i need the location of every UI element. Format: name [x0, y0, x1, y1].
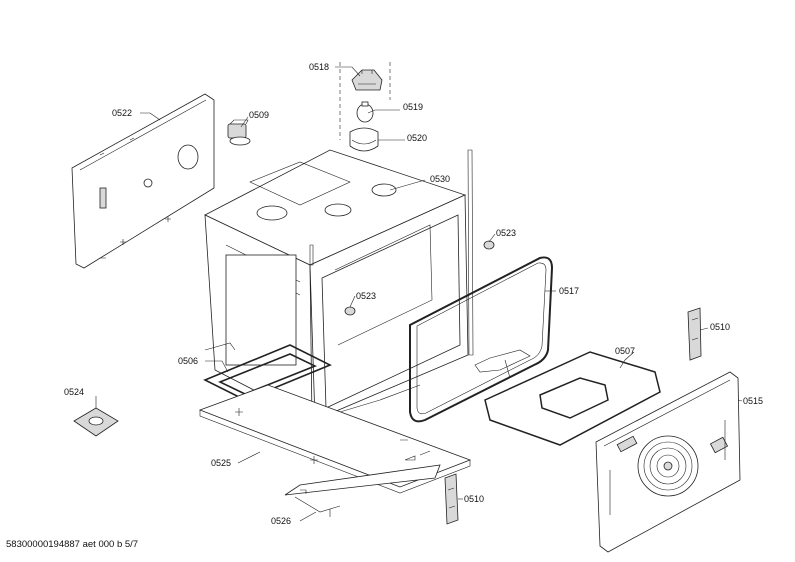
label-0515: 0515	[743, 396, 763, 406]
part-0523-clip-right[interactable]	[483, 240, 495, 250]
label-0507: 0507	[615, 346, 635, 356]
label-0506: 0506	[178, 356, 198, 366]
label-0523-right: 0523	[496, 228, 516, 238]
label-0518: 0518	[309, 62, 329, 72]
label-0520: 0520	[407, 133, 427, 143]
part-0524-pad[interactable]	[73, 407, 119, 437]
part-0509-connector[interactable]	[227, 119, 251, 146]
part-0530-oven-cavity[interactable]	[204, 149, 474, 421]
part-0517-door-seal[interactable]	[409, 256, 554, 423]
part-0506-bottom-heater[interactable]	[203, 342, 332, 401]
part-0518-lamp-holder[interactable]	[351, 69, 383, 91]
part-labels: 0518 0509 0519 0522 0520 0530 0523 0523 …	[64, 62, 763, 526]
part-0515-fan-panel[interactable]	[595, 371, 741, 553]
part-0520-lamp-cover[interactable]	[349, 127, 379, 152]
label-0510-right: 0510	[710, 322, 730, 332]
part-0507-grill-heater[interactable]	[474, 349, 661, 446]
part-0519-lamp-bulb[interactable]	[356, 101, 374, 123]
part-0522-rear-panel[interactable]	[71, 93, 215, 269]
label-0526: 0526	[271, 516, 291, 526]
label-0519: 0519	[403, 102, 423, 112]
label-0522: 0522	[112, 108, 132, 118]
part-0526-bottom-rail[interactable]	[284, 464, 441, 517]
document-reference: 58300000194887 aet 000 b 5/7	[6, 539, 139, 550]
part-0510-hinge-right[interactable]	[687, 307, 702, 361]
part-0525-bottom-plate[interactable]	[198, 384, 472, 494]
leader-lines	[95, 66, 743, 522]
label-0523-center: 0523	[356, 291, 376, 301]
part-0510-hinge-bottom[interactable]	[444, 473, 459, 525]
lamp-assembly-guide	[339, 62, 391, 140]
label-0517: 0517	[559, 286, 579, 296]
label-0525: 0525	[211, 458, 231, 468]
part-0523-clip-center[interactable]	[344, 306, 356, 316]
label-0524: 0524	[64, 387, 84, 397]
label-0530: 0530	[430, 174, 450, 184]
label-0510-bottom: 0510	[464, 494, 484, 504]
label-0509: 0509	[249, 110, 269, 120]
